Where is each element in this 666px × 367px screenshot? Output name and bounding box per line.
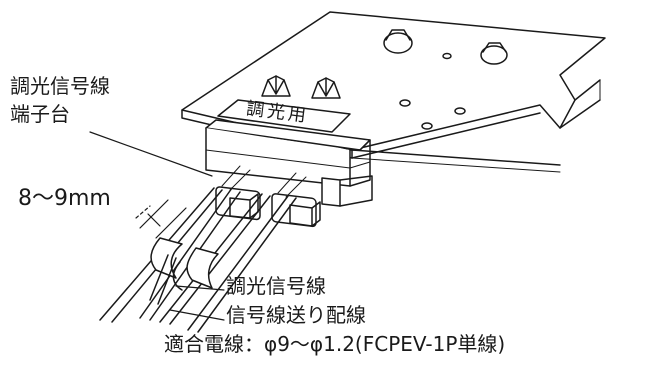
wire-spec-label: 適合電線：φ9〜φ1.2(FCPEV-1P単線) (164, 332, 506, 356)
strip-length-dimension (135, 199, 187, 239)
feed-wire-label: 信号線送り配線 (226, 303, 366, 327)
terminal-block-label-line1: 調光信号線 (10, 74, 110, 98)
plate-label-tag (217, 99, 351, 133)
terminal-block-label-line2: 端子台 (10, 102, 70, 126)
wires (99, 187, 297, 333)
signal-wire-label: 調光信号線 (226, 274, 326, 298)
leader-lines (89, 131, 225, 321)
plate-studs (383, 29, 508, 130)
terminal-knobs (261, 75, 341, 99)
strip-length-label: 8〜9mm (18, 186, 111, 211)
